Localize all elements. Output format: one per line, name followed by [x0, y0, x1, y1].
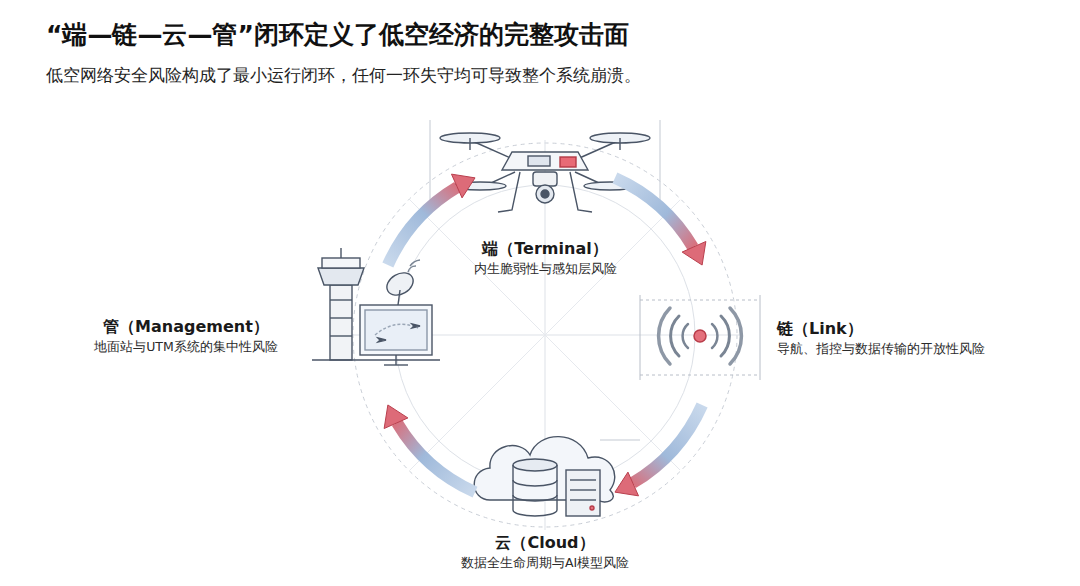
grid — [350, 140, 760, 530]
cycle-arrow — [388, 174, 475, 265]
arrow-shaft — [388, 187, 457, 265]
arrow-head — [451, 174, 475, 198]
segment-description: 地面站与UTM系统的集中性风险 — [94, 338, 278, 357]
arrow-shaft — [397, 423, 475, 492]
cloud-illustration — [474, 437, 640, 516]
segment-label: 链（Link）导航、指控与数据传输的开放性风险 — [773, 316, 989, 360]
segment-heading: 管（Management） — [94, 316, 278, 338]
segment-heading: 云（Cloud） — [461, 532, 629, 554]
drone-illustration — [430, 120, 660, 212]
segment-heading: 链（Link） — [777, 318, 985, 340]
segment-description: 导航、指控与数据传输的开放性风险 — [777, 340, 985, 359]
control-tower-illustration — [312, 248, 440, 365]
title: “端—链—云—管”闭环定义了低空经济的完整攻击面 — [46, 18, 629, 51]
signal-icon — [659, 308, 742, 364]
segment-description: 数据全生命周期与AI模型风险 — [461, 554, 629, 573]
segment-description: 内生脆弱性与感知层风险 — [474, 260, 617, 279]
segment-heading: 端（Terminal） — [474, 238, 617, 260]
caption: 低空网络安全风险构成了最小运行闭环，任何一环失守均可导致整个系统崩溃。 — [46, 64, 641, 87]
arrow-head — [384, 405, 408, 429]
arrow-shaft — [633, 405, 702, 483]
segment-label: 端（Terminal）内生脆弱性与感知层风险 — [470, 236, 621, 280]
cycle-arrow — [615, 405, 702, 496]
arrow-head — [682, 241, 706, 265]
segment-label: 云（Cloud）数据全生命周期与AI模型风险 — [457, 530, 633, 574]
cycle-arrow — [384, 405, 475, 492]
arrow-shaft — [615, 178, 693, 247]
segment-label: 管（Management）地面站与UTM系统的集中性风险 — [90, 314, 282, 358]
cycle-arrow — [615, 178, 706, 265]
arrow-head — [615, 472, 639, 496]
